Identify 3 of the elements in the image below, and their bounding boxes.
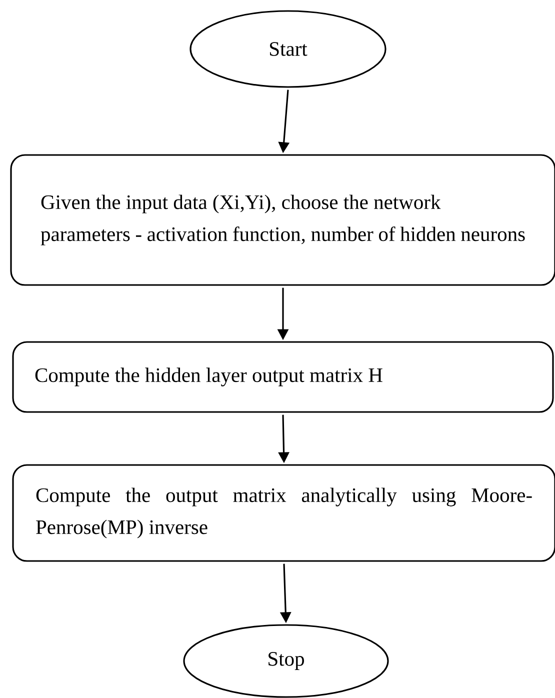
process-box: Given the input data (Xi,Yi), choose the network parameters - activation function, number of hidden neurons [10, 154, 555, 286]
process-box: Compute the output matrix analytically using Moore-Penrose(MP) inverse [12, 464, 555, 562]
process-box: Compute the hidden layer output matrix H [12, 341, 554, 413]
